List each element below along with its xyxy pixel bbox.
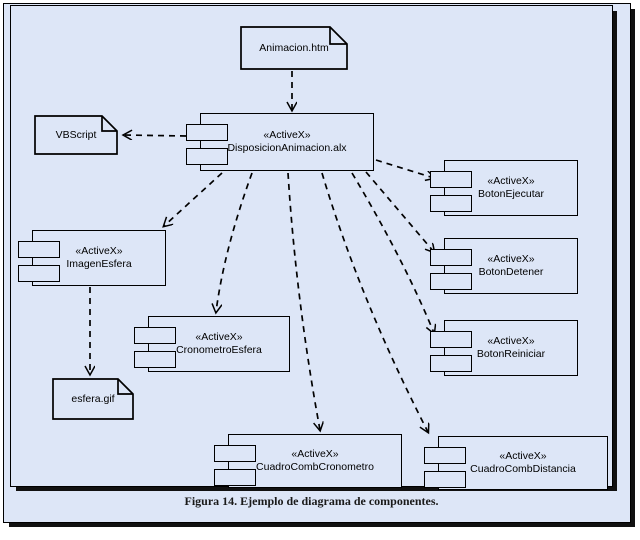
component-body: «ActiveX» ImagenEsfera [32, 230, 166, 286]
document-shape-icon [240, 26, 348, 70]
component-name: BotonEjecutar [478, 188, 544, 200]
component-tab-upper [430, 331, 472, 348]
component-tab-upper [424, 447, 466, 464]
component-tab-lower [214, 469, 256, 486]
component-stereotype: «ActiveX» [291, 448, 339, 460]
artifact-animacion-htm[interactable]: Animacion.htm [240, 26, 348, 70]
component-tab-lower [430, 355, 472, 372]
figure-caption: Figura 14. Ejemplo de diagrama de compon… [184, 494, 439, 508]
component-tab-lower [430, 273, 472, 290]
component-tab-upper [214, 445, 256, 462]
component-stereotype: «ActiveX» [487, 175, 535, 187]
component-name: ImagenEsfera [66, 258, 132, 270]
component-stereotype: «ActiveX» [487, 253, 535, 265]
artifact-label: Animacion.htm [259, 42, 329, 54]
component-stereotype: «ActiveX» [499, 450, 547, 462]
component-stereotype: «ActiveX» [195, 331, 243, 343]
component-stereotype: «ActiveX» [75, 245, 123, 257]
artifact-label: esfera.gif [71, 393, 115, 405]
component-name: CuadroCombCronometro [256, 461, 374, 473]
document-shape-icon [34, 115, 118, 155]
component-tab-upper [430, 171, 472, 188]
component-imagen-esfera[interactable]: «ActiveX» ImagenEsfera [18, 230, 166, 286]
component-tab-lower [424, 471, 466, 488]
component-disposicion-animacion[interactable]: «ActiveX» DisposicionAnimacion.alx [186, 113, 374, 171]
artifact-label: VBScript [55, 129, 97, 141]
component-tab-upper [134, 327, 176, 344]
component-name: CronometroEsfera [176, 344, 262, 356]
component-boton-detener[interactable]: «ActiveX» BotonDetener [430, 238, 578, 294]
component-name: BotonDetener [478, 266, 544, 278]
component-tab-lower [430, 195, 472, 212]
component-stereotype: «ActiveX» [263, 129, 311, 141]
component-stereotype: «ActiveX» [487, 335, 535, 347]
component-boton-reiniciar[interactable]: «ActiveX» BotonReiniciar [430, 320, 578, 376]
artifact-vbscript[interactable]: VBScript [34, 115, 118, 155]
component-cuadro-comb-distancia[interactable]: «ActiveX» CuadroCombDistancia [424, 436, 608, 490]
component-name: DisposicionAnimacion.alx [227, 142, 347, 154]
component-name: BotonReiniciar [476, 348, 546, 360]
artifact-esfera-gif[interactable]: esfera.gif [52, 378, 134, 420]
component-tab-lower [134, 351, 176, 368]
component-name: CuadroCombDistancia [470, 463, 576, 475]
component-tab-upper [18, 241, 60, 258]
component-body: «ActiveX» DisposicionAnimacion.alx [200, 113, 374, 171]
component-tab-lower [186, 148, 228, 165]
component-tab-upper [430, 249, 472, 266]
component-tab-lower [18, 265, 60, 282]
component-body: «ActiveX» CuadroCombCronometro [228, 434, 402, 488]
component-cronometro-esfera[interactable]: «ActiveX» CronometroEsfera [134, 316, 290, 372]
component-boton-ejecutar[interactable]: «ActiveX» BotonEjecutar [430, 160, 578, 216]
component-cuadro-comb-cronometro[interactable]: «ActiveX» CuadroCombCronometro [214, 434, 402, 488]
component-body: «ActiveX» CuadroCombDistancia [438, 436, 608, 490]
component-tab-upper [186, 124, 228, 141]
document-shape-icon [52, 378, 134, 420]
